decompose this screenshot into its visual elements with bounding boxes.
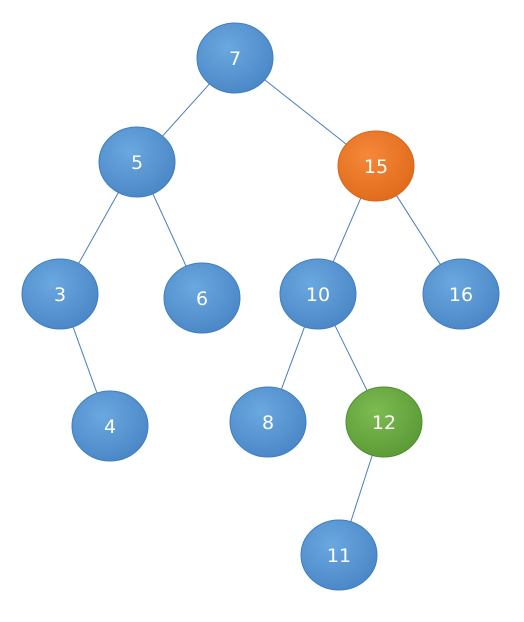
tree-node-circle (196, 22, 274, 94)
tree-node-4: 4 (71, 390, 149, 462)
edge-12-11 (349, 453, 374, 524)
tree-node-circle (21, 258, 99, 330)
edge-15-10 (331, 196, 363, 264)
edge-7-15 (262, 77, 349, 147)
tree-node-circle (71, 390, 149, 462)
tree-node-label: 7 (229, 48, 241, 70)
tree-node-11: 11 (300, 519, 378, 591)
tree-node-8: 8 (229, 386, 307, 458)
tree-node-16: 16 (422, 258, 500, 330)
tree-node-circle (279, 258, 357, 330)
tree-node-circle (422, 258, 500, 330)
tree-node-label: 4 (104, 416, 116, 438)
tree-node-15: 15 (337, 130, 415, 202)
edge-3-4 (71, 324, 99, 396)
tree-node-label: 12 (372, 412, 396, 434)
edge-10-12 (333, 323, 369, 393)
tree-node-circle (337, 130, 415, 202)
tree-node-7: 7 (196, 22, 274, 94)
edge-5-6 (151, 191, 188, 269)
tree-node-label: 6 (196, 288, 208, 310)
edge-5-3 (77, 190, 120, 266)
nodes-layer: 7 5 15 3 6 10 16 4 8 12 11 (21, 22, 500, 591)
tree-node-5: 5 (98, 126, 176, 198)
tree-node-10: 10 (279, 258, 357, 330)
tree-node-label: 3 (54, 284, 66, 306)
tree-node-label: 5 (131, 152, 143, 174)
tree-node-label: 10 (306, 284, 330, 306)
edge-10-8 (280, 324, 306, 392)
tree-node-3: 3 (21, 258, 99, 330)
tree-node-circle (229, 386, 307, 458)
edges-layer (71, 77, 443, 524)
tree-node-12: 12 (345, 386, 423, 458)
tree-node-circle (98, 126, 176, 198)
tree-node-circle (300, 519, 378, 591)
edge-15-16 (394, 193, 443, 267)
tree-node-label: 15 (364, 156, 388, 178)
tree-node-label: 8 (262, 412, 274, 434)
tree-node-circle (345, 386, 423, 458)
tree-node-6: 6 (163, 262, 241, 334)
edge-7-5 (160, 81, 212, 139)
tree-node-label: 11 (327, 545, 351, 567)
tree-node-label: 16 (449, 284, 473, 306)
tree-node-circle (163, 262, 241, 334)
